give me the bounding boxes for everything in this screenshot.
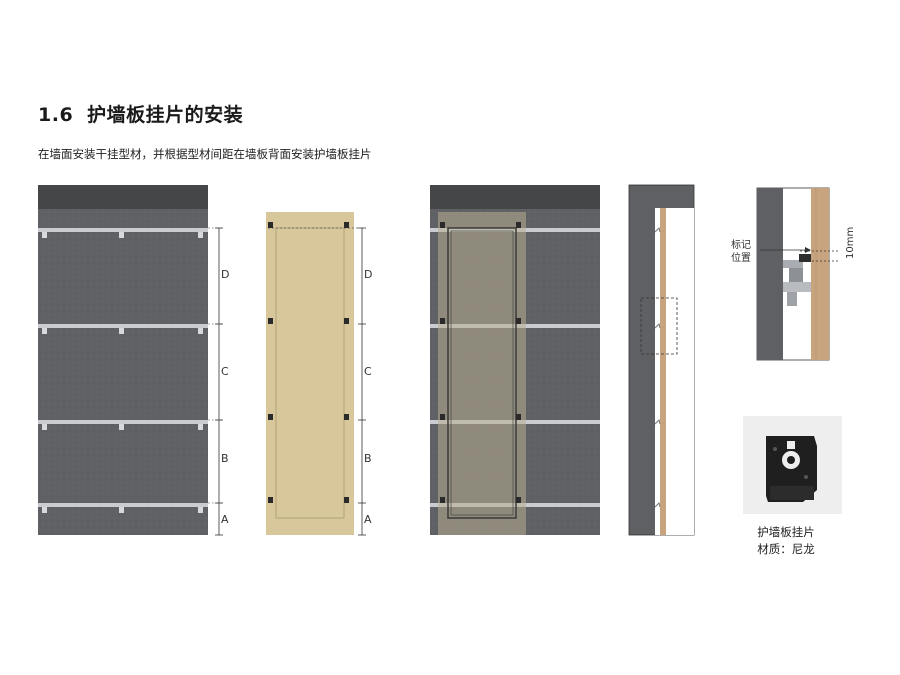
dimension-line bbox=[358, 227, 366, 536]
section-title: 护墙板挂片的安装 bbox=[87, 104, 244, 126]
wall-panel-back bbox=[266, 212, 354, 535]
panel-clips bbox=[268, 222, 349, 503]
rail-profile bbox=[783, 254, 811, 306]
dim-label-b: B bbox=[221, 452, 229, 465]
gap-label: 10mm bbox=[845, 227, 856, 259]
mark-label-line1: 标记 bbox=[731, 239, 751, 251]
dim-label-a: A bbox=[364, 513, 372, 526]
section-panel bbox=[660, 208, 666, 535]
section-description: 在墙面安装干挂型材，并根据型材间距在墙板背面安装护墙板挂片 bbox=[38, 147, 372, 161]
panel-overlay bbox=[438, 212, 526, 535]
dim-label-d: D bbox=[364, 268, 372, 281]
section-heading: 1.6 护墙板挂片的安装 bbox=[38, 100, 243, 127]
concrete-wall bbox=[38, 185, 208, 535]
dim-label-d: D bbox=[221, 268, 229, 281]
rail-row bbox=[38, 228, 208, 238]
dim-label-b: B bbox=[364, 452, 372, 465]
rail-row bbox=[38, 420, 208, 430]
detail-callout-box bbox=[640, 297, 678, 355]
dim-label-c: C bbox=[221, 365, 229, 378]
rail-row bbox=[38, 503, 208, 513]
clip-caption-name: 护墙板挂片 bbox=[757, 525, 815, 539]
section-number: 1.6 bbox=[38, 104, 74, 126]
dim-label-c: C bbox=[364, 365, 372, 378]
clip-caption: 护墙板挂片 材质：尼龙 bbox=[736, 524, 836, 558]
rail-row bbox=[38, 324, 208, 334]
wall-top-band bbox=[38, 185, 208, 209]
mark-label-line2: 位置 bbox=[731, 251, 751, 264]
dimension-line bbox=[215, 227, 223, 536]
wall-clip-icon bbox=[766, 436, 817, 502]
dim-label-a: A bbox=[221, 513, 229, 526]
clip-caption-material: 材质：尼龙 bbox=[757, 542, 815, 556]
